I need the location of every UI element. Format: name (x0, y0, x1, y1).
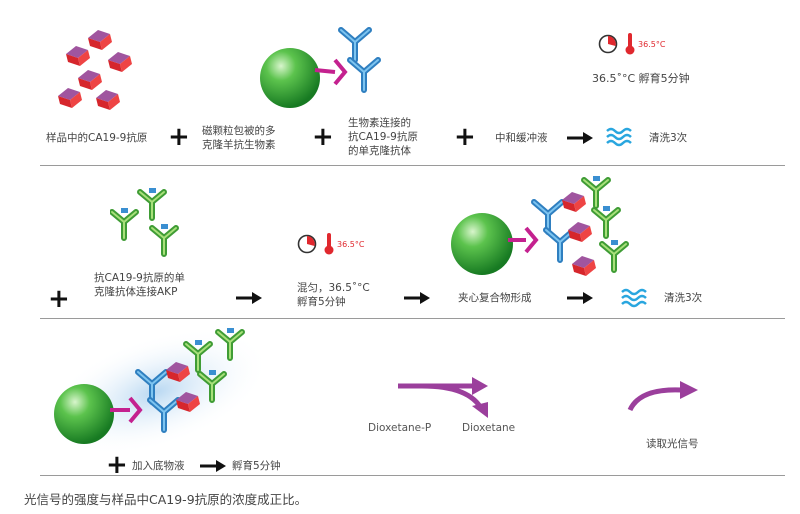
biotin-label-3: 的单克隆抗体 (348, 145, 411, 157)
arrow-icon (404, 292, 430, 304)
wash-label: 清洗3次 (649, 132, 688, 144)
incubate-label: 孵育5分钟 (232, 460, 281, 472)
sandwich-complex-icon (451, 172, 644, 276)
temp-badge: 36.5°C (337, 240, 365, 249)
temp-badge: 36.5°C (638, 40, 666, 49)
plus-icon: + (106, 450, 128, 480)
beads-label-1: 磁颗粒包被的多 (202, 125, 276, 137)
clock-icon (297, 234, 317, 254)
divider (40, 165, 785, 166)
sandwich-label: 夹心复合物形成 (458, 292, 532, 304)
light-signal-arrow-icon (627, 381, 698, 412)
plus-icon: + (312, 122, 334, 152)
incubate-label: 36.5˚°C 孵育5分钟 (592, 72, 690, 85)
akp-label-1: 抗CA19-9抗原的单 (94, 272, 185, 284)
divider (40, 475, 785, 476)
dioxetane-label: Dioxetane (462, 422, 516, 434)
biotin-label-2: 抗CA19-9抗原 (348, 131, 418, 143)
mix-label-2: 孵育5分钟 (297, 296, 346, 308)
plus-icon: + (48, 284, 70, 314)
buffer-label: 中和缓冲液 (495, 132, 548, 144)
divider (40, 318, 785, 319)
wash-waves-icon (621, 288, 647, 308)
plus-icon: + (454, 122, 476, 152)
sample-antigen-label: 样品中的CA19-9抗原 (46, 132, 148, 144)
footer-note: 光信号的强度与样品中CA19-9抗原的浓度成正比。 (24, 492, 308, 507)
wash-label: 清洗3次 (664, 292, 703, 304)
reaction-arrows-icon (398, 377, 488, 418)
bead-with-antibody-icon (260, 20, 395, 108)
thermometer-icon (324, 233, 334, 255)
thermometer-icon (625, 33, 635, 55)
arrow-icon (200, 460, 226, 472)
clock-icon (598, 34, 618, 54)
akp-antibodies-icon (110, 182, 200, 262)
wash-waves-icon (606, 127, 632, 147)
mix-label-1: 混匀，36.5˚°C (297, 282, 370, 294)
arrow-icon (567, 132, 593, 144)
biotin-label-1: 生物素连接的 (348, 117, 411, 129)
beads-label-2: 克隆羊抗生物素 (202, 139, 276, 151)
plus-icon: + (168, 122, 190, 152)
arrow-icon (236, 292, 262, 304)
read-signal-label: 读取光信号 (646, 438, 699, 450)
akp-label-2: 克隆抗体连接AKP (94, 286, 178, 298)
dioxetane-p-label: Dioxetane-P (368, 422, 432, 434)
antigen-crystals-icon (58, 30, 132, 110)
substrate-label: 加入底物液 (132, 460, 185, 472)
arrow-icon (567, 292, 593, 304)
glowing-complex-icon (42, 322, 270, 452)
